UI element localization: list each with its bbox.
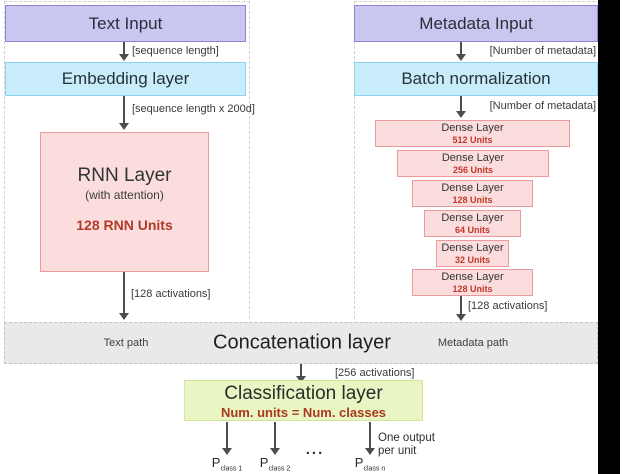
p-subscript: class 2 (268, 465, 291, 473)
dense-layer-title: Dense Layer (441, 122, 504, 134)
rnn-layer-subtitle: (with attention) (85, 188, 164, 202)
dense-layer-units: 512 Units (452, 135, 493, 145)
concatenation-band: Text path Concatenation layer Metadata p… (4, 322, 598, 364)
dense-layer-title: Dense Layer (441, 242, 504, 254)
concat-activations-label: [256 activations] (335, 367, 415, 379)
text-input-label: Text Input (88, 13, 163, 33)
p-subscript: class n (363, 465, 386, 473)
classification-layer-title: Classification layer (224, 383, 383, 404)
batch-normalization-label: Batch normalization (401, 69, 551, 88)
text-input-box: Text Input (5, 5, 246, 42)
embedding-output-label: [sequence length x 200d] (132, 103, 255, 115)
screen-edge-black-bar (598, 0, 620, 474)
metadata-input-box: Metadata Input (354, 5, 598, 42)
dense-layer-title: Dense Layer (441, 152, 505, 164)
dense-layer-units: 256 Units (452, 165, 494, 175)
dense-layer-128a: Dense Layer 128 Units (412, 180, 533, 207)
outputs-ellipsis: ... (305, 441, 325, 458)
dense-layer-title: Dense Layer (441, 212, 504, 224)
text-activations-label: [128 activations] (131, 288, 211, 300)
dense-layer-units: 32 Units (454, 255, 490, 265)
dense-layer-32: Dense Layer 32 Units (436, 240, 509, 267)
p-subscript: class 1 (220, 465, 243, 473)
note-line-2: per unit (378, 445, 417, 457)
dense-layer-units: 128 Units (452, 284, 493, 294)
batchnorm-output-label: [Number of metadata] (489, 100, 596, 112)
dense-layer-units: 64 Units (454, 225, 490, 235)
one-output-per-unit-note: One output per unit (378, 432, 435, 458)
dense-layer-128b: Dense Layer 128 Units (412, 269, 533, 296)
rnn-layer-box: RNN Layer (with attention) 128 RNN Units (40, 132, 209, 272)
sequence-length-label: [sequence length] (132, 45, 219, 57)
p-symbol: P (259, 455, 269, 470)
dense-layer-title: Dense Layer (441, 271, 504, 283)
dense-layer-256: Dense Layer 256 Units (397, 150, 549, 177)
concatenation-layer-label: Concatenation layer (213, 331, 391, 354)
embedding-layer-label: Embedding layer (61, 69, 190, 88)
metadata-input-label: Metadata Input (419, 13, 533, 33)
output-prob-class2: Pclass 2 (240, 455, 310, 473)
classification-layer-box: Classification layer Num. units = Num. c… (184, 380, 423, 421)
classification-units-label: Num. units = Num. classes (220, 405, 387, 420)
metadata-activations-label: [128 activations] (468, 300, 548, 312)
p-symbol: P (354, 455, 364, 470)
output-prob-classn: Pclass n (335, 455, 405, 473)
dense-layer-title: Dense Layer (441, 182, 504, 194)
text-path-label: Text path (103, 337, 149, 349)
metadata-count-label: [Number of metadata] (489, 45, 596, 57)
rnn-units-label: 128 RNN Units (76, 217, 173, 233)
rnn-layer-title: RNN Layer (77, 165, 172, 186)
batch-normalization-box: Batch normalization (354, 62, 598, 96)
dense-layer-64: Dense Layer 64 Units (424, 210, 521, 237)
metadata-path-label: Metadata path (437, 337, 509, 349)
embedding-layer-box: Embedding layer (5, 62, 246, 96)
dense-layer-512: Dense Layer 512 Units (375, 120, 570, 147)
p-symbol: P (211, 455, 221, 470)
note-line-1: One output (378, 432, 435, 444)
dense-layer-units: 128 Units (452, 195, 493, 205)
output-prob-class1: Pclass 1 (192, 455, 262, 473)
